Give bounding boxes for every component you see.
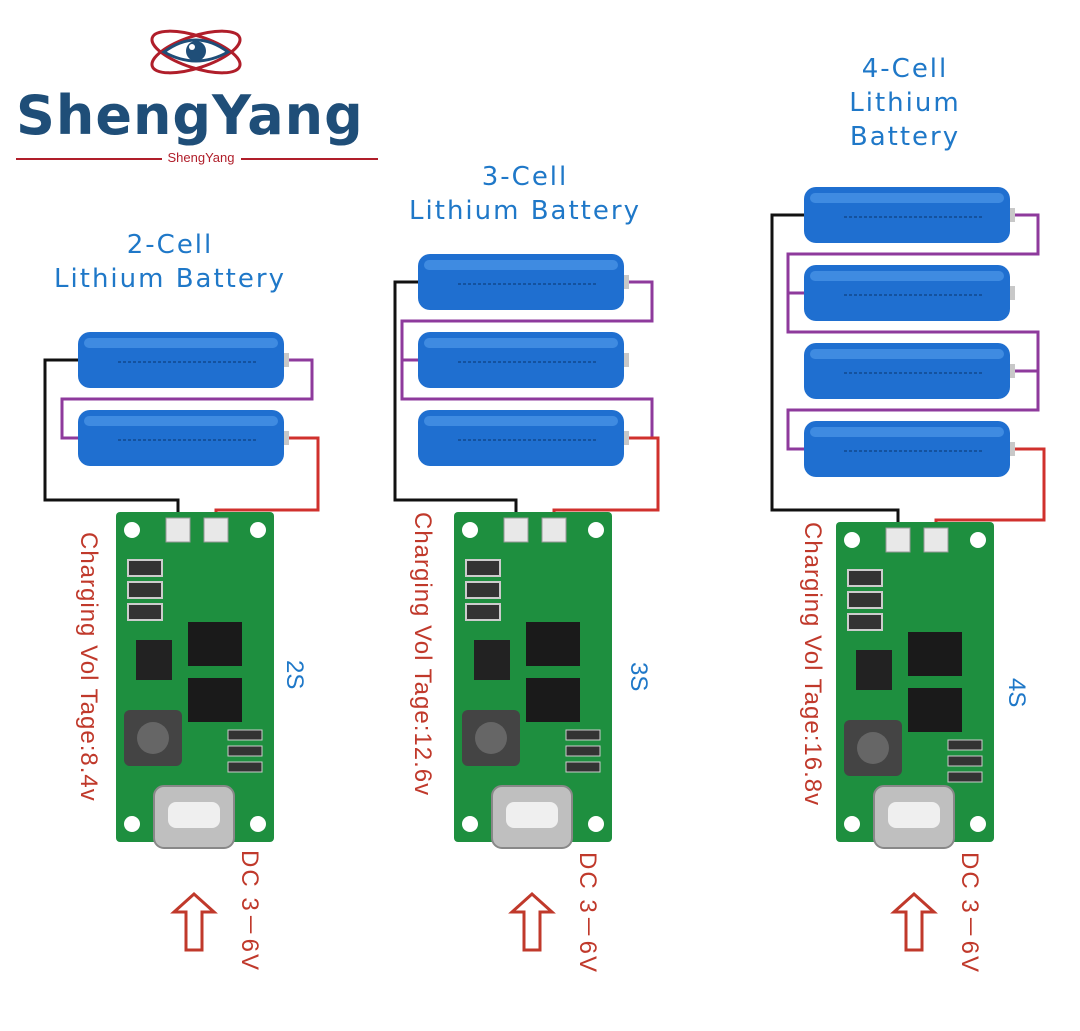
module-3-heading: 4-Cell Lithium Battery [849, 54, 961, 152]
module-3-out-pad [923, 527, 949, 553]
module-2-resistor-2 [465, 581, 501, 599]
module-2-charging-voltage: Charging Vol Tage:12.6v [409, 512, 436, 797]
module-1-mount-hole-2 [250, 522, 266, 538]
module-1-resistor-2 [127, 581, 163, 599]
brand-name: ShengYang [16, 84, 364, 147]
module-3-battery-4-highlight [810, 427, 1004, 437]
module-3-usb-c-opening [888, 802, 940, 828]
module-3-input-voltage: DC 3－6V [956, 852, 983, 975]
module-3-battery-3-highlight [810, 349, 1004, 359]
module-1-negative-wire [43, 358, 180, 530]
module-1-input-voltage: DC 3－6V [236, 850, 263, 973]
module-3-battery-3-terminal [1010, 364, 1015, 378]
module-2-ic-1 [526, 622, 580, 666]
module-2-out-pad [541, 517, 567, 543]
module-1-battery-2-terminal [284, 431, 289, 445]
module-2-bat-pad [503, 517, 529, 543]
module-2-series-label: 3S [625, 662, 652, 692]
module-1-mosfet [136, 640, 172, 680]
module-2-battery-2-terminal [624, 353, 629, 367]
module-1-smd-1 [227, 729, 263, 741]
module-1-resistor-3 [127, 603, 163, 621]
eye-orbit-icon [150, 29, 242, 75]
module-2-negative-wire [393, 280, 518, 530]
module-3-battery-4-terminal [1010, 442, 1015, 456]
module-3-smd-3 [947, 771, 983, 783]
module-2-mount-hole-1 [462, 522, 478, 538]
module-3-series-label: 4S [1003, 678, 1030, 708]
module-3-mount-hole-3 [844, 816, 860, 832]
module-3-ic-2 [908, 688, 962, 732]
module-2-mount-hole-2 [588, 522, 604, 538]
module-2-input-voltage: DC 3－6V [574, 852, 601, 975]
module-1-usb-c-opening [168, 802, 220, 828]
module-1-heading: 2-Cell Lithium Battery [54, 230, 286, 294]
module-3-bat-pad [885, 527, 911, 553]
module-3-ic-1 [908, 632, 962, 676]
module-1-ic-1 [188, 622, 242, 666]
module-2-mosfet [474, 640, 510, 680]
module-2-smd-1 [565, 729, 601, 741]
brand-subtitle-text: ShengYang [161, 150, 241, 165]
module-1-battery-1-highlight [84, 338, 278, 348]
brand-subtitle: ShengYang [16, 150, 386, 165]
module-3-battery-2-terminal [1010, 286, 1015, 300]
module-3-mount-hole-4 [970, 816, 986, 832]
module-2-input-arrow-icon [508, 891, 556, 952]
module-1-out-pad [203, 517, 229, 543]
module-2-battery-2-highlight [424, 338, 618, 348]
module-3-inductor-core [857, 732, 889, 764]
module-2-battery-3-highlight [424, 416, 618, 426]
module-3-resistor-3 [847, 613, 883, 631]
module-2-smd-3 [565, 761, 601, 773]
module-3-resistor-2 [847, 591, 883, 609]
module-3-battery-2-highlight [810, 271, 1004, 281]
module-3-battery-1-highlight [810, 193, 1004, 203]
module-1-series-label: 2S [281, 660, 308, 690]
module-2-battery-1-highlight [424, 260, 618, 270]
module-1-battery-2-highlight [84, 416, 278, 426]
module-3-resistor-1 [847, 569, 883, 587]
module-2-battery-3-terminal [624, 431, 629, 445]
module-2-resistor-1 [465, 559, 501, 577]
module-2-battery-1-terminal [624, 275, 629, 289]
module-2-mount-hole-3 [462, 816, 478, 832]
module-2-heading: 3-Cell Lithium Battery [409, 162, 641, 226]
module-1-smd-2 [227, 745, 263, 757]
module-1-mount-hole-1 [124, 522, 140, 538]
module-3-mount-hole-2 [970, 532, 986, 548]
module-3-charging-voltage: Charging Vol Tage:16.8v [799, 522, 826, 807]
module-2-mount-hole-4 [588, 816, 604, 832]
module-1-input-arrow-icon [170, 891, 218, 952]
module-1-series-link-1 [60, 358, 314, 440]
module-3-smd-2 [947, 755, 983, 767]
module-2-ic-2 [526, 678, 580, 722]
module-1-inductor-core [137, 722, 169, 754]
module-1-battery-1-terminal [284, 353, 289, 367]
module-1-ic-2 [188, 678, 242, 722]
module-1-bat-pad [165, 517, 191, 543]
module-2-resistor-3 [465, 603, 501, 621]
module-1-mount-hole-3 [124, 816, 140, 832]
module-1-charging-voltage: Charging Vol Tage:8.4v [75, 532, 102, 802]
module-3-smd-1 [947, 739, 983, 751]
module-3-battery-1-terminal [1010, 208, 1015, 222]
module-1-mount-hole-4 [250, 816, 266, 832]
module-3-input-arrow-icon [890, 891, 938, 952]
module-2-smd-2 [565, 745, 601, 757]
module-1-smd-3 [227, 761, 263, 773]
module-3-mosfet [856, 650, 892, 690]
module-2-inductor-core [475, 722, 507, 754]
module-3-mount-hole-1 [844, 532, 860, 548]
module-3-negative-wire [770, 213, 900, 540]
module-1-resistor-1 [127, 559, 163, 577]
module-2-usb-c-opening [506, 802, 558, 828]
module-3-series-link-3 [786, 369, 1040, 451]
